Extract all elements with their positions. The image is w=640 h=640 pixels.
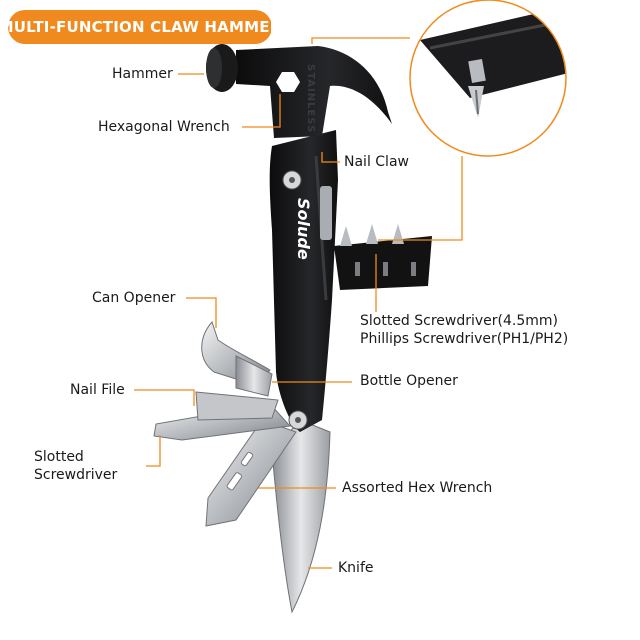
label-hammer: Hammer [112, 66, 173, 82]
brand-logo: Solude [294, 198, 313, 260]
label-slotted-screwdriver-bit: Slotted Screwdriver(4.5mm) [360, 313, 559, 329]
leader-lines [134, 37, 463, 569]
label-phillips-screwdriver-bit: Phillips Screwdriver(PH1/PH2) [360, 331, 569, 347]
bottle-opener-blade [235, 355, 273, 397]
label-knife: Knife [338, 560, 374, 576]
title-text: MULTI-FUNCTION CLAW HAMMER [0, 18, 282, 36]
title-badge: MULTI-FUNCTION CLAW HAMMER [0, 10, 281, 44]
label-slotted-screwdriver-line1: Slotted [34, 449, 84, 465]
detail-inset [410, 0, 566, 156]
handle [269, 130, 338, 432]
label-nail-claw: Nail Claw [344, 154, 409, 170]
label-nail-file: Nail File [70, 382, 125, 398]
nail-file-blade [195, 391, 279, 421]
stainless-engraving: STAINLESS [305, 64, 316, 133]
label-assorted-hex-wrench: Assorted Hex Wrench [342, 480, 493, 496]
label-slotted-screwdriver-line2: Screwdriver [34, 467, 118, 483]
hammer-head [236, 46, 392, 138]
label-can-opener: Can Opener [92, 290, 176, 306]
hex-wrench-cutout [276, 72, 300, 92]
label-hexagonal-wrench: Hexagonal Wrench [98, 119, 230, 135]
hex-wrench-blade [205, 419, 297, 527]
knife-blade [271, 419, 331, 614]
label-bottle-opener: Bottle Opener [360, 373, 458, 389]
